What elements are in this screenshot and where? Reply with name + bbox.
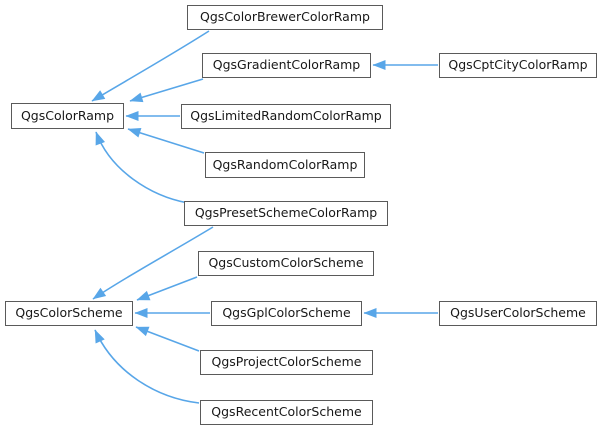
class-node-qgsusercolorscheme[interactable]: QgsUserColorScheme xyxy=(439,301,597,326)
class-node-qgsgradientcolorramp[interactable]: QgsGradientColorRamp xyxy=(202,53,371,78)
class-node-qgsprojectcolorscheme[interactable]: QgsProjectColorScheme xyxy=(200,350,373,375)
class-node-qgslimitedrandomcolorramp[interactable]: QgsLimitedRandomColorRamp xyxy=(181,104,391,129)
class-node-qgscptcitycolorramp[interactable]: QgsCptCityColorRamp xyxy=(439,53,597,78)
class-node-qgscolorbrewercolorramp[interactable]: QgsColorBrewerColorRamp xyxy=(187,5,383,30)
class-node-qgsgplcolorscheme[interactable]: QgsGplColorScheme xyxy=(211,301,362,326)
edge-qgsprojectcolorscheme-to-qgscolorscheme xyxy=(135,326,200,352)
edge-qgspresetschemecolorramp-to-qgscolorscheme xyxy=(92,226,214,300)
class-node-qgscolorscheme[interactable]: QgsColorScheme xyxy=(5,301,133,326)
edge-qgscustomcolorscheme-to-qgscolorscheme xyxy=(136,276,198,301)
edge-qgscolorbrewercolorramp-to-qgscolorramp xyxy=(91,30,210,102)
class-node-qgspresetschemecolorramp[interactable]: QgsPresetSchemeColorRamp xyxy=(184,201,388,226)
class-node-qgscustomcolorscheme[interactable]: QgsCustomColorScheme xyxy=(198,251,374,276)
edge-qgspresetschemecolorramp-to-qgscolorramp xyxy=(95,131,189,204)
class-node-qgsrandomcolorramp[interactable]: QgsRandomColorRamp xyxy=(205,152,365,178)
edge-qgsgradientcolorramp-to-qgscolorramp xyxy=(129,78,204,103)
edge-qgsrecentcolorscheme-to-qgscolorscheme xyxy=(94,329,200,404)
class-node-qgsrecentcolorscheme[interactable]: QgsRecentColorScheme xyxy=(200,400,373,425)
edge-qgsrandomcolorramp-to-qgscolorramp xyxy=(127,127,205,154)
class-node-qgscolorramp[interactable]: QgsColorRamp xyxy=(11,103,124,129)
